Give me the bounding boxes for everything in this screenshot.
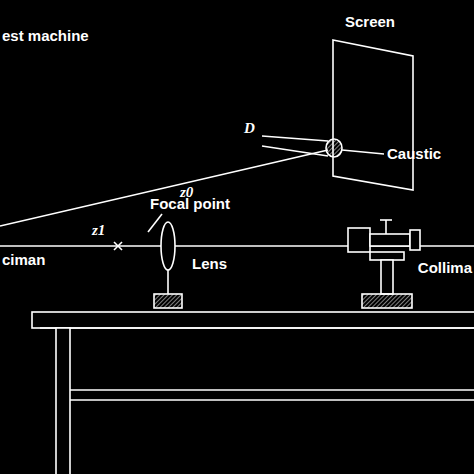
focal-mark	[114, 242, 122, 250]
table-rail	[70, 399, 474, 401]
distance-label: z1	[92, 222, 105, 239]
part-name: Collima	[418, 260, 472, 277]
focal-mark	[114, 242, 122, 250]
part-name: Focal point	[150, 196, 230, 213]
label-text: Collima	[418, 259, 472, 276]
table-edge	[40, 327, 474, 329]
lens	[161, 222, 175, 270]
collimator-tube	[370, 234, 410, 246]
part-name: Lens	[192, 256, 227, 273]
leader-line	[148, 214, 162, 232]
part-name: Screen	[345, 14, 395, 31]
collimator-body	[348, 228, 370, 252]
label-text: est machine	[2, 27, 89, 44]
leader-line	[342, 150, 384, 154]
label-text: ciman	[2, 251, 45, 268]
lens-post	[167, 270, 169, 294]
collimator-column	[381, 260, 393, 294]
label-text: D	[244, 120, 255, 136]
part-name: ciman	[2, 252, 45, 269]
label-text: Screen	[345, 13, 395, 30]
collimator-base	[362, 294, 412, 308]
ray-line	[0, 150, 328, 226]
label-text: Focal point	[150, 195, 230, 212]
dimension-label: D	[244, 120, 255, 137]
figure-title: est machine	[2, 28, 89, 45]
lens-base	[154, 294, 182, 308]
caustic-spot	[326, 139, 342, 157]
table-top	[32, 312, 474, 328]
dimension-line	[262, 136, 328, 141]
table-rail	[70, 389, 474, 391]
label-text: z1	[92, 222, 105, 238]
collimator-end	[410, 230, 420, 250]
label-text: Lens	[192, 255, 227, 272]
label-text: Caustic	[387, 145, 441, 162]
table-leg	[56, 328, 70, 474]
collimator-mount	[370, 252, 404, 260]
collimator-knob	[380, 219, 392, 221]
dimension-line	[262, 146, 328, 156]
screen	[333, 40, 413, 190]
collimator-knob	[385, 220, 387, 234]
part-name: Caustic	[387, 146, 441, 163]
